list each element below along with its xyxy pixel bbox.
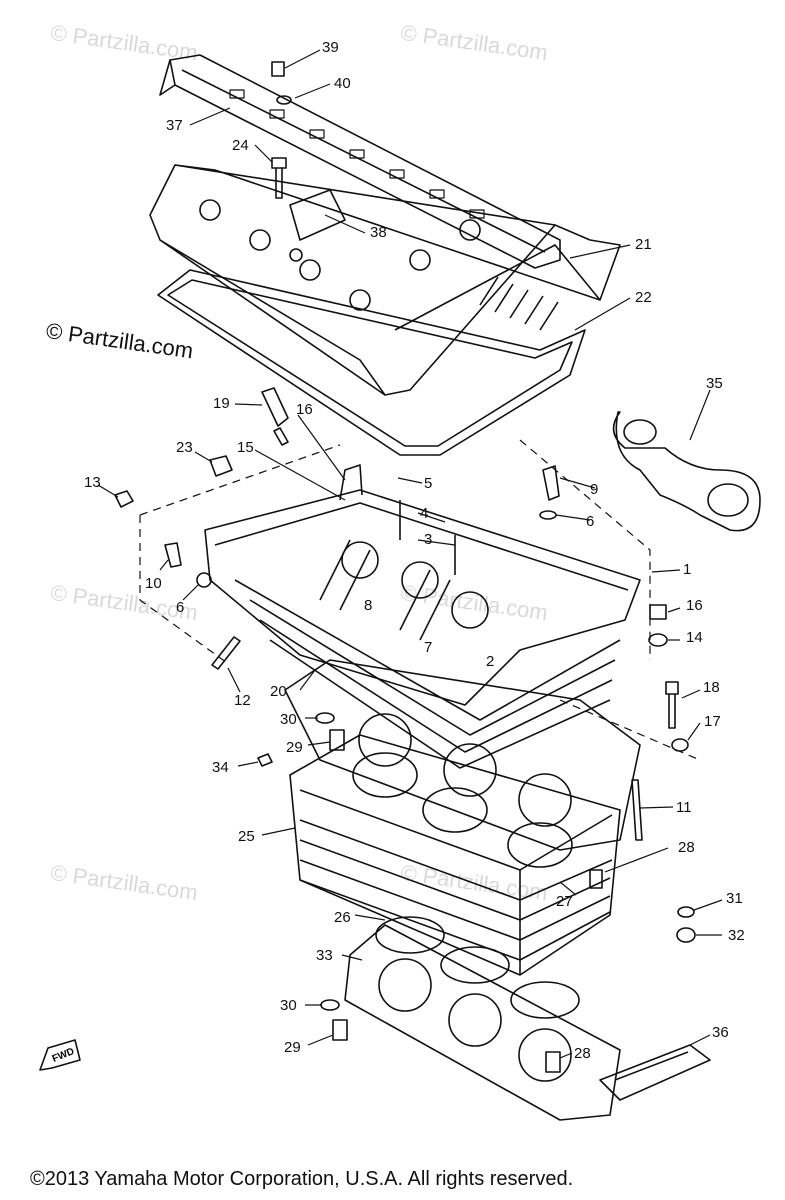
callout-15: 15 xyxy=(237,439,254,456)
callout-31: 31 xyxy=(726,890,743,907)
manifold-gasket xyxy=(612,411,761,532)
callout-20: 20 xyxy=(270,683,287,700)
callout-22: 22 xyxy=(635,289,652,306)
callout-11: 11 xyxy=(676,799,692,816)
callout-6: 6 xyxy=(586,513,595,530)
callout-30: 30 xyxy=(280,997,297,1014)
callout-2: 2 xyxy=(486,653,495,670)
callout-38: 38 xyxy=(370,224,387,241)
head-cover-gasket xyxy=(157,269,586,456)
callout-25: 25 xyxy=(238,828,255,845)
callout-17: 17 xyxy=(704,713,721,730)
cylinder-head xyxy=(204,464,641,769)
callout-3: 3 xyxy=(424,531,433,548)
head-gasket xyxy=(284,659,641,851)
callout-13: 13 xyxy=(84,474,101,491)
callout-32: 32 xyxy=(728,927,745,944)
callout-28: 28 xyxy=(574,1045,591,1062)
forward-arrow-icon: FWD xyxy=(38,1042,82,1072)
callout-37: 37 xyxy=(166,117,183,134)
head-cover xyxy=(149,164,621,396)
callout-12: 12 xyxy=(234,692,251,709)
callout-4: 4 xyxy=(420,505,429,522)
callout-26: 26 xyxy=(334,909,351,926)
callout-35: 35 xyxy=(706,375,723,392)
callout-16: 16 xyxy=(296,401,313,418)
callout-19: 19 xyxy=(213,395,230,412)
callout-40: 40 xyxy=(334,75,351,92)
callout-34: 34 xyxy=(212,759,229,776)
callout-36: 36 xyxy=(712,1024,729,1041)
fwd-label: FWD xyxy=(50,1046,77,1065)
callout-14: 14 xyxy=(686,629,703,646)
callout-28: 28 xyxy=(678,839,695,856)
callout-5: 5 xyxy=(424,475,433,492)
callout-10: 10 xyxy=(145,575,162,592)
callout-24: 24 xyxy=(232,137,249,154)
cylinder-block xyxy=(289,734,621,976)
callout-33: 33 xyxy=(316,947,333,964)
callout-7: 7 xyxy=(424,639,433,656)
callout-1: 1 xyxy=(683,561,692,578)
callout-29: 29 xyxy=(286,739,303,756)
copyright-notice: ©2013 Yamaha Motor Corporation, U.S.A. A… xyxy=(30,1168,574,1190)
base-gasket xyxy=(344,924,621,1121)
callout-6: 6 xyxy=(176,599,185,616)
callout-23: 23 xyxy=(176,439,193,456)
callout-29: 29 xyxy=(284,1039,301,1056)
callout-16: 16 xyxy=(686,597,703,614)
callout-30: 30 xyxy=(280,711,297,728)
cover-plate xyxy=(159,54,561,269)
callout-9: 9 xyxy=(590,481,599,498)
callout-39: 39 xyxy=(322,39,339,56)
callout-27: 27 xyxy=(556,893,573,910)
callout-8: 8 xyxy=(364,597,373,614)
callout-21: 21 xyxy=(635,236,652,253)
callout-18: 18 xyxy=(703,679,720,696)
